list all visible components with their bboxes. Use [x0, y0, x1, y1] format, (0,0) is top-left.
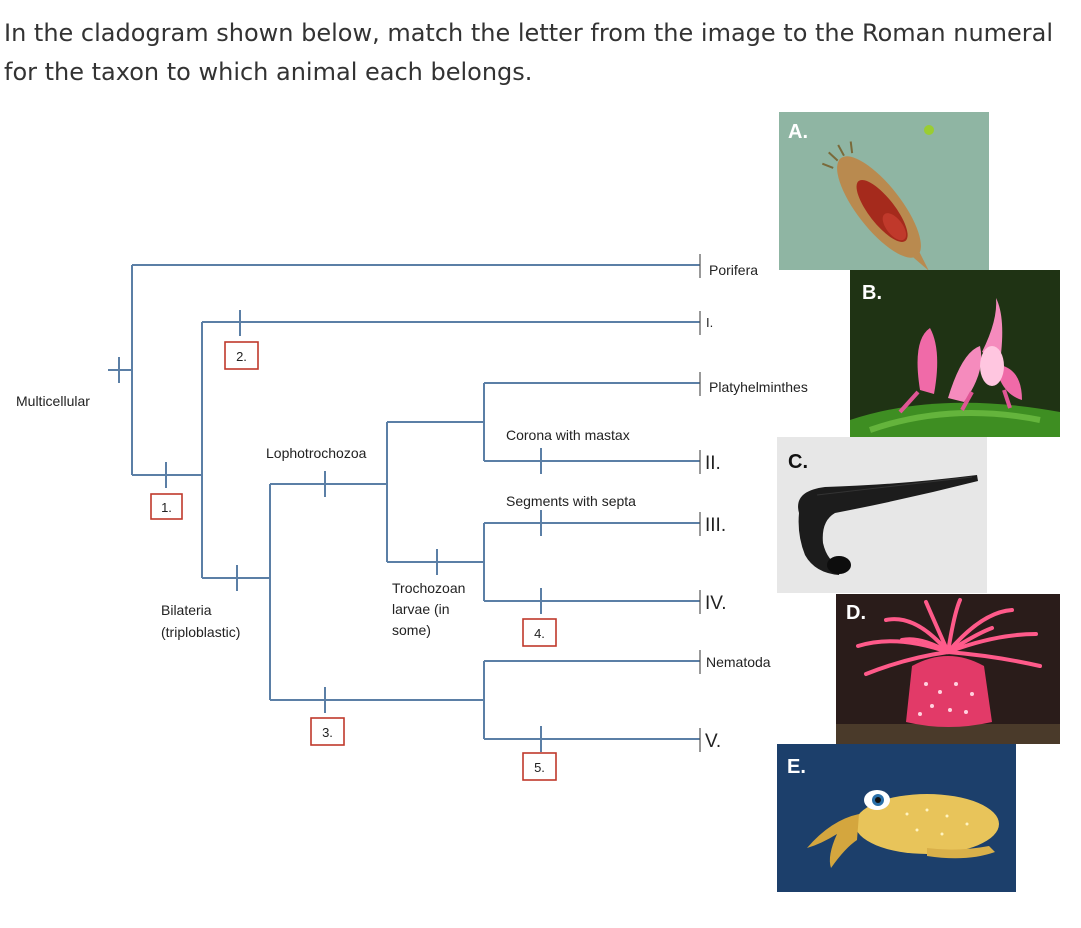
box-3: 3.: [310, 717, 345, 746]
box-3-label: 3.: [322, 725, 333, 740]
taxon-1: I.: [706, 315, 713, 330]
photo-a-letter: A.: [788, 121, 808, 143]
anemone-image: [836, 598, 1060, 744]
box-2: 2.: [224, 341, 259, 370]
question-text: In the cladogram shown below, match the …: [4, 19, 1054, 86]
box-4-label: 4.: [534, 626, 545, 641]
photo-d-letter: D.: [846, 602, 866, 624]
mantis-image: [850, 298, 1060, 437]
taxon-porifera: Porifera: [709, 262, 758, 278]
box-1-label: 1.: [161, 500, 172, 515]
rotifer-image: [821, 125, 934, 270]
label-corona: Corona with mastax: [506, 427, 630, 443]
label-trochozoan-2: larvae (in: [392, 601, 450, 617]
label-lophotrochozoa: Lophotrochozoa: [266, 445, 367, 461]
label-multicellular: Multicellular: [16, 393, 90, 409]
photo-e-cuttlefish: E.: [777, 744, 1016, 892]
taxon-3: III.: [705, 515, 726, 536]
leech-image: [798, 475, 978, 575]
label-bilateria: Bilateria: [161, 602, 212, 618]
taxon-2: II.: [705, 453, 721, 474]
cuttlefish-image: [807, 790, 999, 868]
taxon-5: V.: [705, 731, 721, 752]
box-5: 5.: [522, 752, 557, 781]
box-2-label: 2.: [236, 349, 247, 364]
label-trochozoan-3: some): [392, 622, 431, 638]
label-segments: Segments with septa: [506, 493, 636, 509]
label-triploblastic: (triploblastic): [161, 624, 240, 640]
box-5-label: 5.: [534, 760, 545, 775]
photo-c-leech: C.: [777, 437, 987, 593]
photo-d-anemone: D.: [836, 594, 1060, 744]
photo-c-letter: C.: [788, 451, 808, 473]
photo-b-mantis: B.: [850, 270, 1060, 437]
taxon-nematoda: Nematoda: [706, 654, 771, 670]
label-trochozoan-1: Trochozoan: [392, 580, 465, 596]
photo-a-rotifer: A.: [779, 112, 989, 270]
photo-e-letter: E.: [787, 756, 806, 778]
box-4: 4.: [522, 618, 557, 647]
box-1: 1.: [150, 493, 183, 520]
taxon-4: IV.: [705, 593, 727, 614]
cladogram-branches: [108, 264, 700, 752]
photo-b-letter: B.: [862, 282, 882, 304]
taxon-platyhelminthes: Platyhelminthes: [709, 379, 808, 395]
